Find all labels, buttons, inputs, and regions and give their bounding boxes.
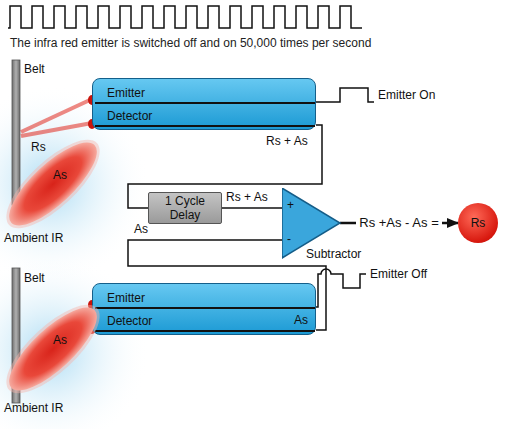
signal-label: Rs + As <box>226 190 268 204</box>
delay-box: 1 Cycle Delay <box>148 192 222 224</box>
sensor-label: Detector <box>107 109 152 123</box>
node-label: Ambient IR <box>4 231 63 245</box>
belt-label: Belt <box>24 62 45 76</box>
node-label: As <box>53 333 67 347</box>
subtractor-label: Subtractor <box>306 247 361 261</box>
ambient-ir-source: AsAmbient IR <box>0 135 115 250</box>
belt <box>12 60 20 205</box>
signal-name: Emitter Off <box>370 267 427 281</box>
square-wave <box>8 6 362 28</box>
signal-label: Rs +As - As = <box>356 216 441 230</box>
subtractor-label: - <box>287 232 291 246</box>
emitter-off-pulse <box>316 269 366 307</box>
signal-wire <box>95 102 315 104</box>
emitter-on-pulse <box>316 88 374 102</box>
result-circle: Rs <box>458 203 498 243</box>
ambient-ir-ellipse <box>0 300 108 403</box>
ambient-ir-halo <box>0 300 113 407</box>
signal-name: Emitter On <box>378 88 435 102</box>
sensor-label: Emitter <box>107 86 145 100</box>
ir-beam <box>21 123 92 136</box>
node-label: 1 Cycle Delay <box>150 194 220 222</box>
sensor-box: EmitterDetector <box>92 283 316 335</box>
reflected-signal: Rs <box>31 140 46 154</box>
subtractor-label: + <box>287 198 294 212</box>
ir-beam <box>21 99 92 132</box>
signal-name: As <box>294 313 308 327</box>
node-label: Ambient IR <box>4 401 63 415</box>
ambient-ir-source: AsAmbient IR <box>0 300 115 420</box>
signal-connector <box>222 207 282 209</box>
signal-label: As <box>134 222 148 236</box>
sensor-label: Detector <box>107 314 152 328</box>
signal-wire <box>95 330 315 332</box>
ambient-ir-halo <box>0 135 113 242</box>
belt-label: Belt <box>24 271 45 285</box>
signal-wire <box>95 307 315 309</box>
ambient-glow <box>0 252 150 429</box>
signal-wire <box>95 125 315 127</box>
diagram-title: The infra red emitter is switched off an… <box>10 36 371 50</box>
signal-label: Rs + As <box>266 134 308 148</box>
node-label: Rs <box>471 216 486 230</box>
sensor-box: EmitterDetector <box>92 78 316 130</box>
sensor-label: Emitter <box>107 291 145 305</box>
ambient-ir-ellipse <box>0 135 108 238</box>
node-label: As <box>53 168 67 182</box>
